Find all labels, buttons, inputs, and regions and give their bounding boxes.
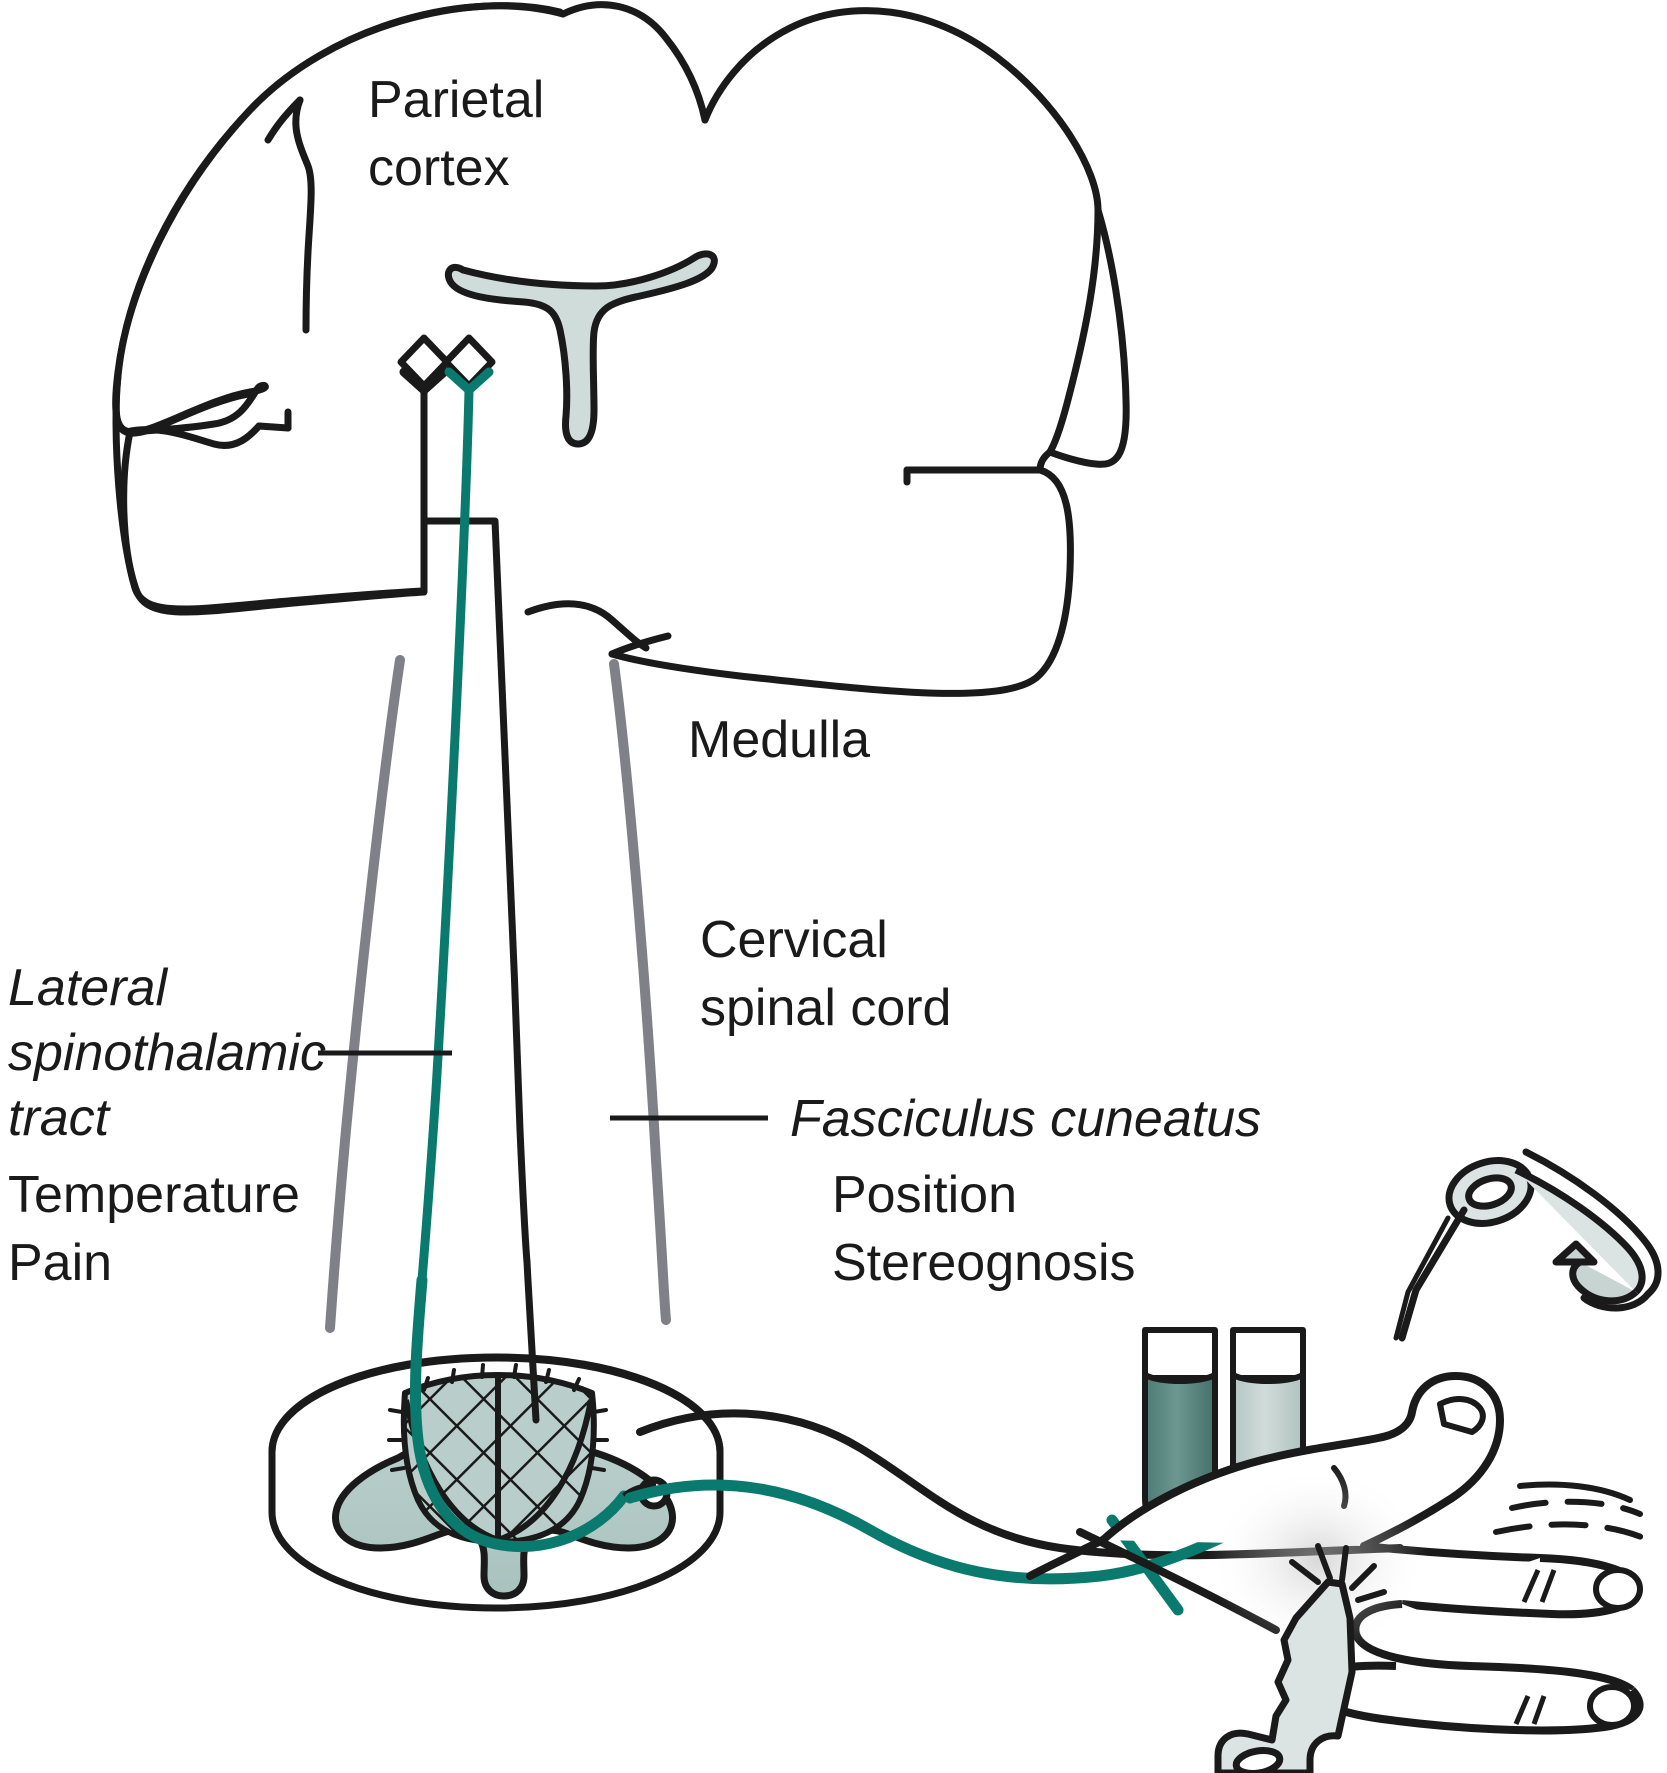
label-medulla: Medulla [688,711,870,769]
spinothalamic-pathway-upper [417,334,496,1285]
label-lateral-spinothalamic-line2: spinothalamic [8,1024,326,1082]
leader-lines [318,1050,768,1121]
label-temperature: Temperature [8,1166,300,1224]
label-parietal-cortex-line1: Parietal [368,71,544,129]
label-position: Position [832,1166,1017,1224]
medulla [524,600,672,658]
key [1208,1465,1428,1773]
dorsal-column-pathway [397,334,531,1266]
third-ventricle [445,250,718,448]
label-cervical-spinal-cord-line2: spinal cord [700,979,951,1037]
label-fasciculus-cuneatus: Fasciculus cuneatus [790,1090,1261,1148]
cervical-spinal-cord [325,655,671,1333]
safety-pin [1393,1148,1662,1342]
label-lateral-spinothalamic-line3: tract [8,1089,112,1147]
label-pain: Pain [8,1234,112,1292]
label-stereognosis: Stereognosis [832,1234,1136,1292]
label-lateral-spinothalamic-line1: Lateral [8,959,168,1017]
cerebral-hemispheres [112,1,1130,697]
label-cervical-spinal-cord-line1: Cervical [700,911,888,969]
label-parietal-cortex-line2: cortex [368,139,510,197]
spinal-cord-cross-section [268,1258,724,1612]
